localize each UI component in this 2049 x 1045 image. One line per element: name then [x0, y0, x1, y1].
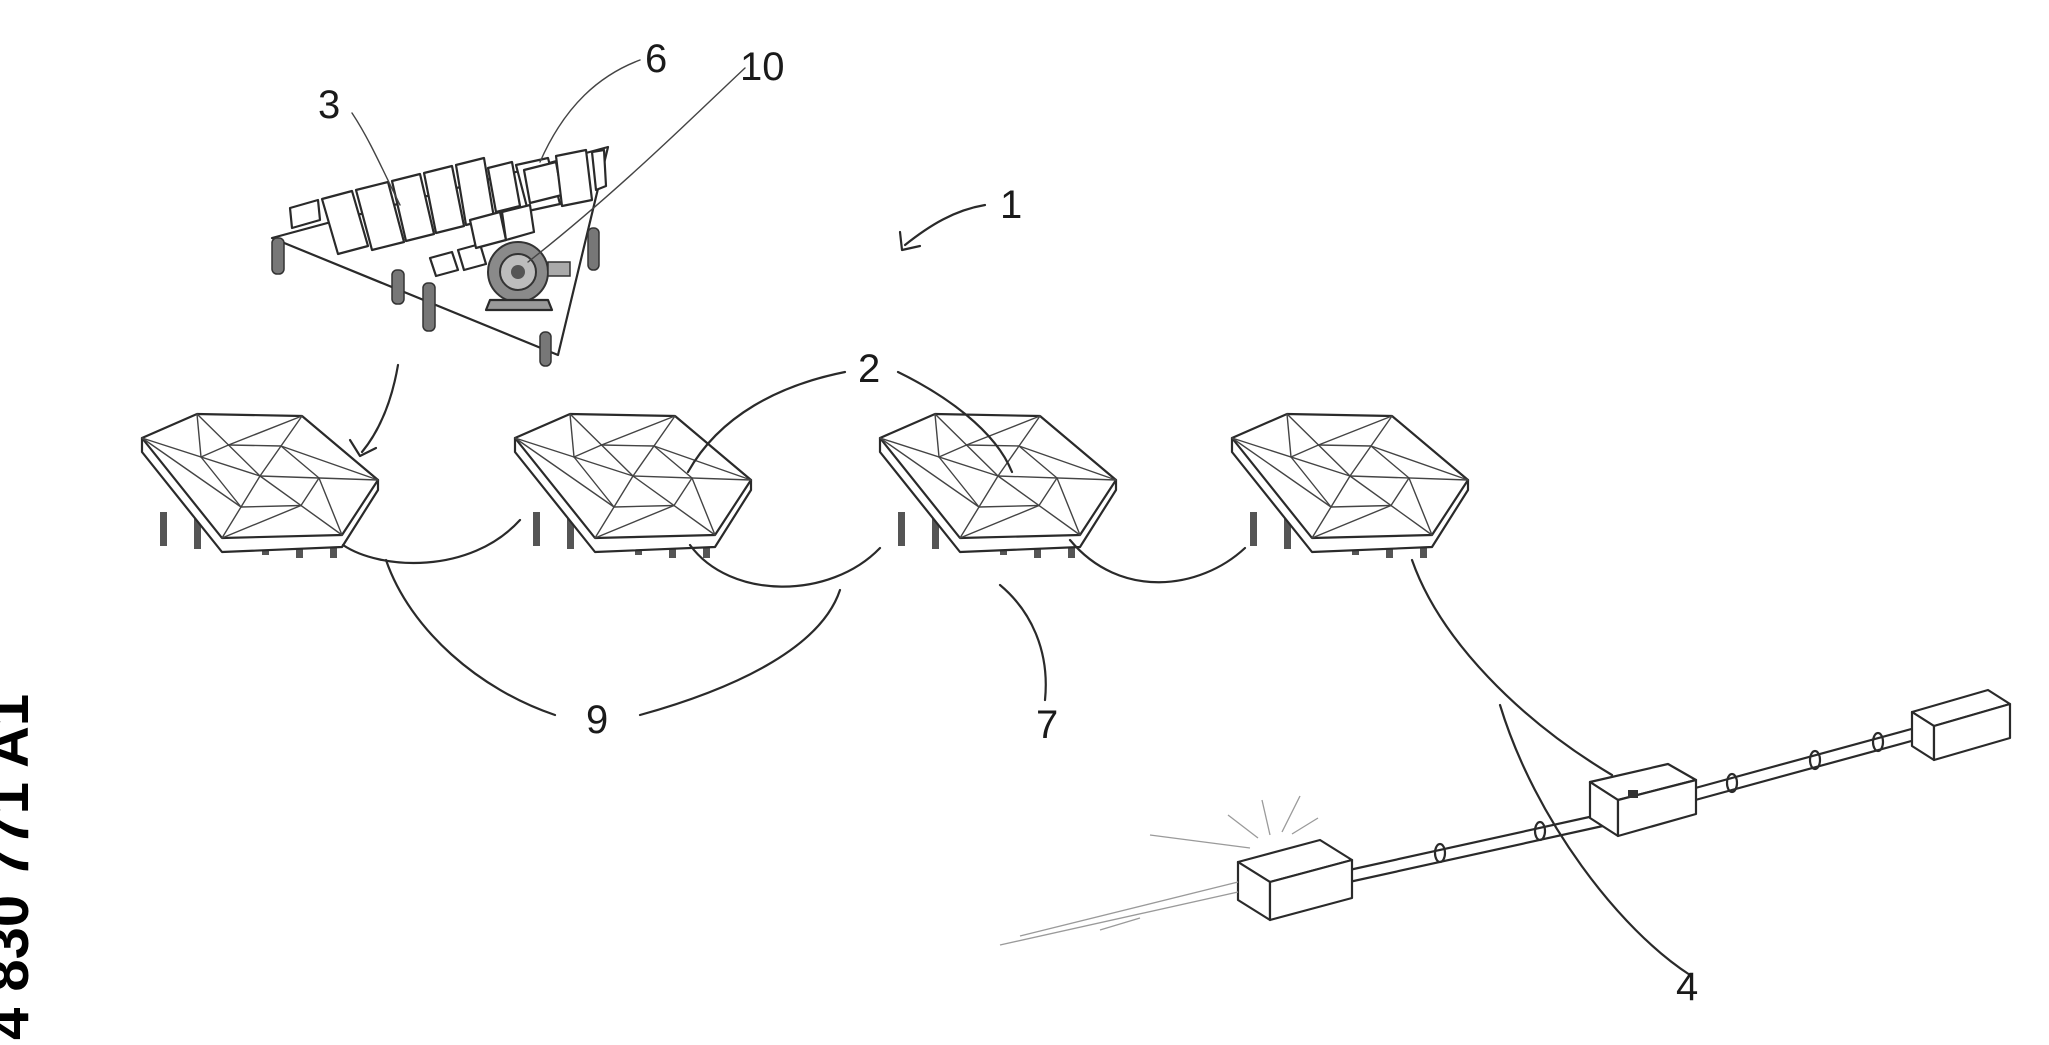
label-4: 4 — [1676, 965, 1698, 1009]
label-10: 10 — [740, 45, 785, 89]
floating-modules — [142, 414, 1468, 558]
sea-cable — [1412, 560, 1612, 775]
hex-module-3 — [880, 414, 1116, 558]
label-1: 1 — [1000, 183, 1022, 227]
triangular-platform — [272, 147, 608, 366]
hex-module-4 — [1232, 414, 1468, 558]
label-6: 6 — [645, 37, 667, 81]
module-leg — [1250, 512, 1257, 546]
label-2: 2 — [858, 347, 880, 391]
module-connectors — [343, 520, 1612, 775]
label-3: 3 — [318, 83, 340, 127]
transmission-line — [1000, 690, 2010, 945]
side-publication-number: 4 830 771 A1 — [0, 694, 41, 1040]
label-7: 7 — [1036, 703, 1058, 747]
module-leg — [160, 512, 167, 546]
label-9: 9 — [586, 698, 608, 742]
hex-module-1 — [142, 414, 378, 558]
module-leg — [533, 512, 540, 546]
platform-to-module-arrow — [362, 365, 398, 452]
module-leg — [898, 512, 905, 546]
